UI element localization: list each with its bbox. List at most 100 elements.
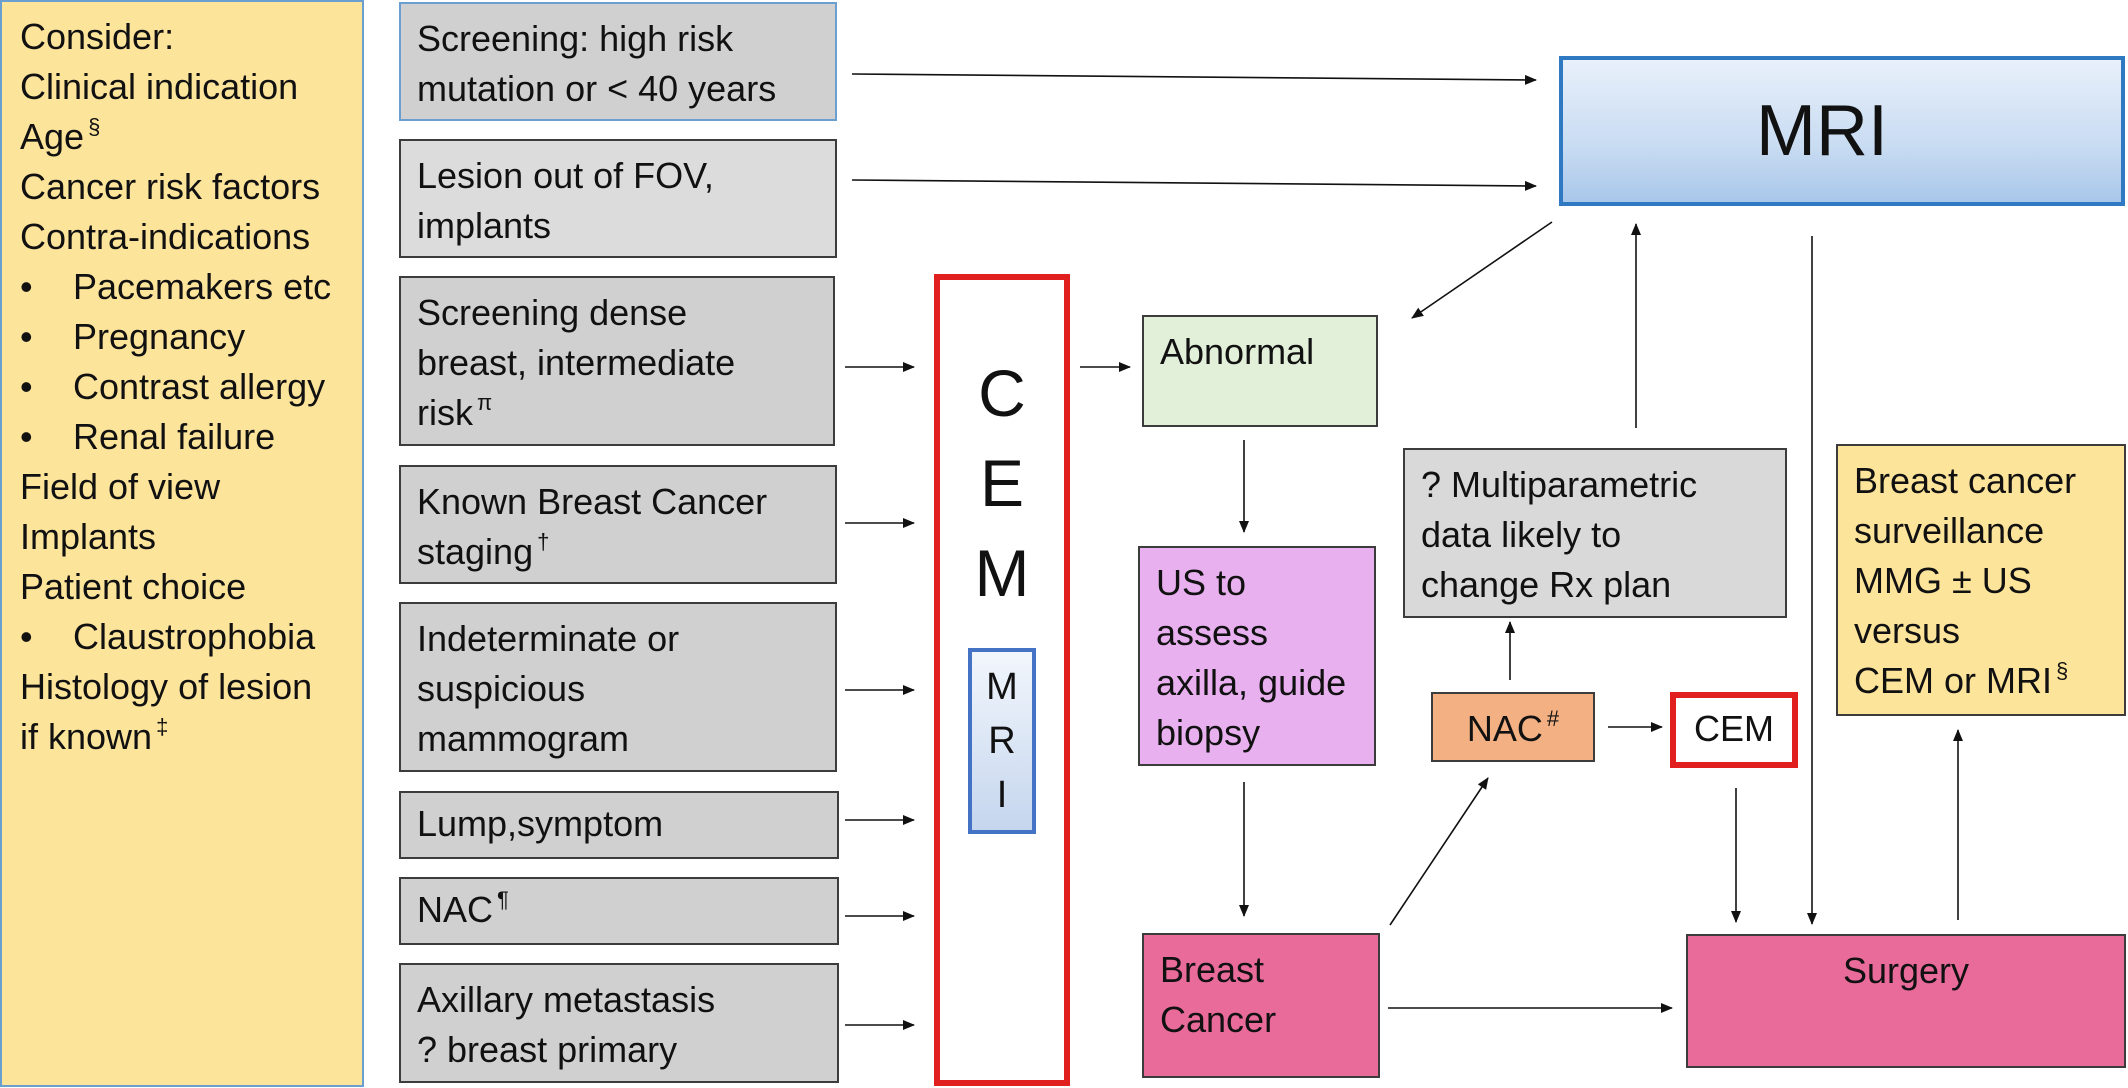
bullet-marker: •	[20, 416, 33, 457]
multiparametric-text: data likely to	[1421, 514, 1622, 555]
consider-bullet-item: • Pacemakers etc	[20, 262, 362, 312]
arrow-fov-to-mri	[851, 179, 1537, 191]
surveillance-box: Breast cancer surveillance MMG ± US vers…	[1836, 444, 2126, 716]
surveillance-text: MMG ± US	[1854, 560, 2032, 601]
breast-cancer-text: Breast	[1160, 949, 1265, 990]
mri-main-box: MRI	[1559, 56, 2125, 206]
mri-main-label: MRI	[1756, 91, 1888, 171]
us-text: US to	[1156, 562, 1247, 603]
consider-line: Implants	[20, 512, 362, 562]
consider-text: Claustrophobia	[73, 616, 316, 657]
indication-text: NAC¶	[417, 885, 821, 935]
cem-small-box: CEM	[1670, 692, 1798, 768]
abnormal-box: Abnormal	[1142, 315, 1378, 427]
consider-line: Field of view	[20, 462, 362, 512]
consider-text: Cancer risk factors	[20, 166, 321, 207]
breast-cancer-text: Cancer	[1160, 999, 1277, 1040]
consider-line: if known‡	[20, 712, 362, 762]
footnote-mark: #	[1546, 705, 1560, 731]
bullet-marker: •	[20, 366, 33, 407]
mri-inner-letter: I	[996, 774, 1008, 816]
abnormal-label: Abnormal	[1160, 331, 1315, 372]
indication-nac: NAC¶	[399, 877, 839, 945]
surveillance-label: CEM or MRI	[1854, 660, 2052, 701]
consider-line: Histology of lesion	[20, 662, 362, 712]
indication-screening-high-risk: Screening: high risk mutation or < 40 ye…	[399, 2, 837, 121]
indication-lesion-fov: Lesion out of FOV, implants	[399, 139, 837, 258]
nac-flow-box: NAC#	[1431, 692, 1595, 762]
footnote-mark: §	[2056, 657, 2069, 683]
indication-text: ? breast primary	[417, 1029, 678, 1070]
bullet-marker: •	[20, 616, 33, 657]
indication-label: NAC	[417, 889, 494, 930]
mri-inner-letter: R	[988, 720, 1016, 762]
indication-text: suspicious	[417, 668, 586, 709]
us-text: assess	[1156, 612, 1269, 653]
consider-text: Clinical indication	[20, 66, 299, 107]
indication-text: implants	[417, 205, 552, 246]
consider-bullet-item: • Renal failure	[20, 412, 362, 462]
surveillance-text: CEM or MRI§	[1854, 656, 2108, 706]
consider-text: Field of view	[20, 466, 221, 507]
consider-text: Contrast allergy	[73, 366, 326, 407]
indication-text: breast, intermediate	[417, 342, 736, 383]
consider-line: Clinical indication	[20, 62, 362, 112]
indication-text: Indeterminate or	[417, 618, 680, 659]
us-text: axilla, guide	[1156, 662, 1347, 703]
multiparametric-text: ? Multiparametric	[1421, 464, 1698, 505]
arrow-cancer-to-nac	[1389, 777, 1489, 926]
indication-text: Known Breast Cancer	[417, 481, 768, 522]
consider-text: Implants	[20, 516, 157, 557]
indication-text: Lump,symptom	[417, 803, 664, 844]
arrow-screening-to-mri	[851, 73, 1537, 85]
surgery-label: Surgery	[1842, 950, 1970, 991]
indication-text: Screening dense	[417, 292, 688, 333]
consider-text: Patient choice	[20, 566, 247, 607]
indication-text: Axillary metastasis	[417, 979, 716, 1020]
us-text: biopsy	[1156, 712, 1261, 753]
consider-text: Pacemakers etc	[73, 266, 332, 307]
consider-text: Age	[20, 116, 85, 157]
indication-text: Screening: high risk	[417, 18, 734, 59]
indication-text: staging†	[417, 527, 819, 577]
consider-text: Histology of lesion	[20, 666, 313, 707]
cem-letter: E	[979, 446, 1025, 520]
arrow-mri-to-abnormal	[1411, 221, 1553, 319]
nac-flow-label: NAC	[1466, 708, 1543, 749]
mri-inner-box: M R I	[968, 648, 1036, 834]
multiparametric-text: change Rx plan	[1421, 564, 1672, 605]
surveillance-text: versus	[1854, 610, 1961, 651]
consider-text: Pregnancy	[73, 316, 246, 357]
consider-line: Contra-indications	[20, 212, 362, 262]
cem-frame: C E M M R I	[934, 274, 1070, 1086]
bullet-marker: •	[20, 316, 33, 357]
footnote-mark: ¶	[497, 886, 509, 912]
consider-line: Consider:	[20, 12, 362, 62]
indication-screening-dense: Screening dense breast, intermediate ris…	[399, 276, 835, 446]
consider-text: Renal failure	[73, 416, 276, 457]
cem-letter: M	[974, 536, 1030, 610]
indication-label: risk	[417, 392, 473, 433]
consider-bullet-item: • Contrast allergy	[20, 362, 362, 412]
consider-line: Cancer risk factors	[20, 162, 362, 212]
consider-line: Patient choice	[20, 562, 362, 612]
consider-line: Age§	[20, 112, 362, 162]
breast-cancer-box: Breast Cancer	[1142, 933, 1380, 1078]
indication-axillary: Axillary metastasis ? breast primary	[399, 963, 839, 1083]
cem-letter: C	[978, 356, 1026, 430]
indication-text: mammogram	[417, 718, 630, 759]
footnote-mark: π	[477, 389, 493, 415]
consider-text: if known	[20, 716, 153, 757]
indication-indeterminate: Indeterminate or suspicious mammogram	[399, 602, 837, 772]
consider-text: Contra-indications	[20, 216, 311, 257]
cem-small-label: CEM	[1694, 708, 1774, 749]
indication-text: Lesion out of FOV,	[417, 155, 714, 196]
mri-inner-letter: M	[986, 666, 1018, 708]
surveillance-text: surveillance	[1854, 510, 2045, 551]
multiparametric-box: ? Multiparametric data likely to change …	[1403, 448, 1787, 618]
consider-bullet-item: • Pregnancy	[20, 312, 362, 362]
footnote-mark: ‡	[156, 713, 169, 739]
bullet-marker: •	[20, 266, 33, 307]
